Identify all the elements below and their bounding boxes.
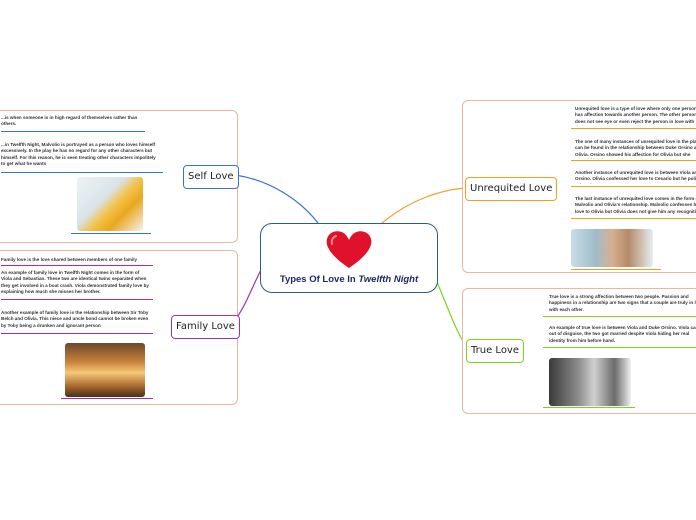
true-love-underline-1 [543,316,696,317]
family-love-label: Family Love [176,321,235,332]
self-love-underline-1 [1,131,145,132]
true-love-underline-2 [543,347,696,348]
family-love-underline-3 [1,333,153,334]
unrequited-love-photo [571,229,653,267]
family-love-underline-4 [61,398,153,399]
true-love-node[interactable]: True Love [466,339,525,363]
central-topic-title: Types Of Love In Twelfth Night [279,274,419,285]
true-love-photo [549,358,631,406]
family-love-text-1: Family love is the love shared between m… [1,257,138,262]
heart-icon [326,231,372,268]
family-love-underline-2 [1,299,153,300]
unrequited-love-underline-2 [571,160,696,161]
family-love-underline-1 [1,265,153,266]
connector-self-love [234,174,319,224]
self-love-underline-2 [1,172,163,173]
family-love-text-2: An example of family love in Twelfth Nig… [1,270,149,295]
connector-unrequited-love [381,187,466,224]
unrequited-love-underline-5 [571,269,661,270]
self-love-text-1: ...is when someone is in high regard of … [1,115,138,127]
family-love-text-3: Another example of family love is the re… [1,310,149,328]
true-love-label: True Love [471,345,520,356]
unrequited-love-label: Unrequited Love [470,183,553,194]
family-love-node[interactable]: Family Love [171,315,240,339]
true-love-text-2: An example of true love is between Viola… [549,325,696,343]
self-love-photo [77,177,143,231]
unrequited-love-text-4: The last instance of unrequited love com… [575,196,696,214]
unrequited-love-node[interactable]: Unrequited Love [465,177,558,201]
true-love-text-1: True love is a strong affection between … [549,294,696,312]
family-love-photo [65,343,145,397]
unrequited-love-text-3: Another instance of unrequited love is b… [575,170,696,184]
unrequited-love-text-1: Unrequited love is a type of love where … [575,106,696,126]
self-love-text-2: ...in Twelfth Night, Malvolio is portray… [1,142,156,167]
unrequited-love-text-2: The one of many instances of unrequited … [575,139,696,159]
self-love-node[interactable]: Self Love [183,165,239,189]
unrequited-love-underline-4 [571,218,696,219]
true-love-underline-3 [543,407,635,408]
unrequited-love-underline-1 [571,128,696,129]
self-love-label: Self Love [188,171,234,182]
central-topic[interactable]: Types Of Love In Twelfth Night [260,223,438,293]
unrequited-love-underline-3 [571,186,696,187]
self-love-underline-3 [71,233,151,234]
